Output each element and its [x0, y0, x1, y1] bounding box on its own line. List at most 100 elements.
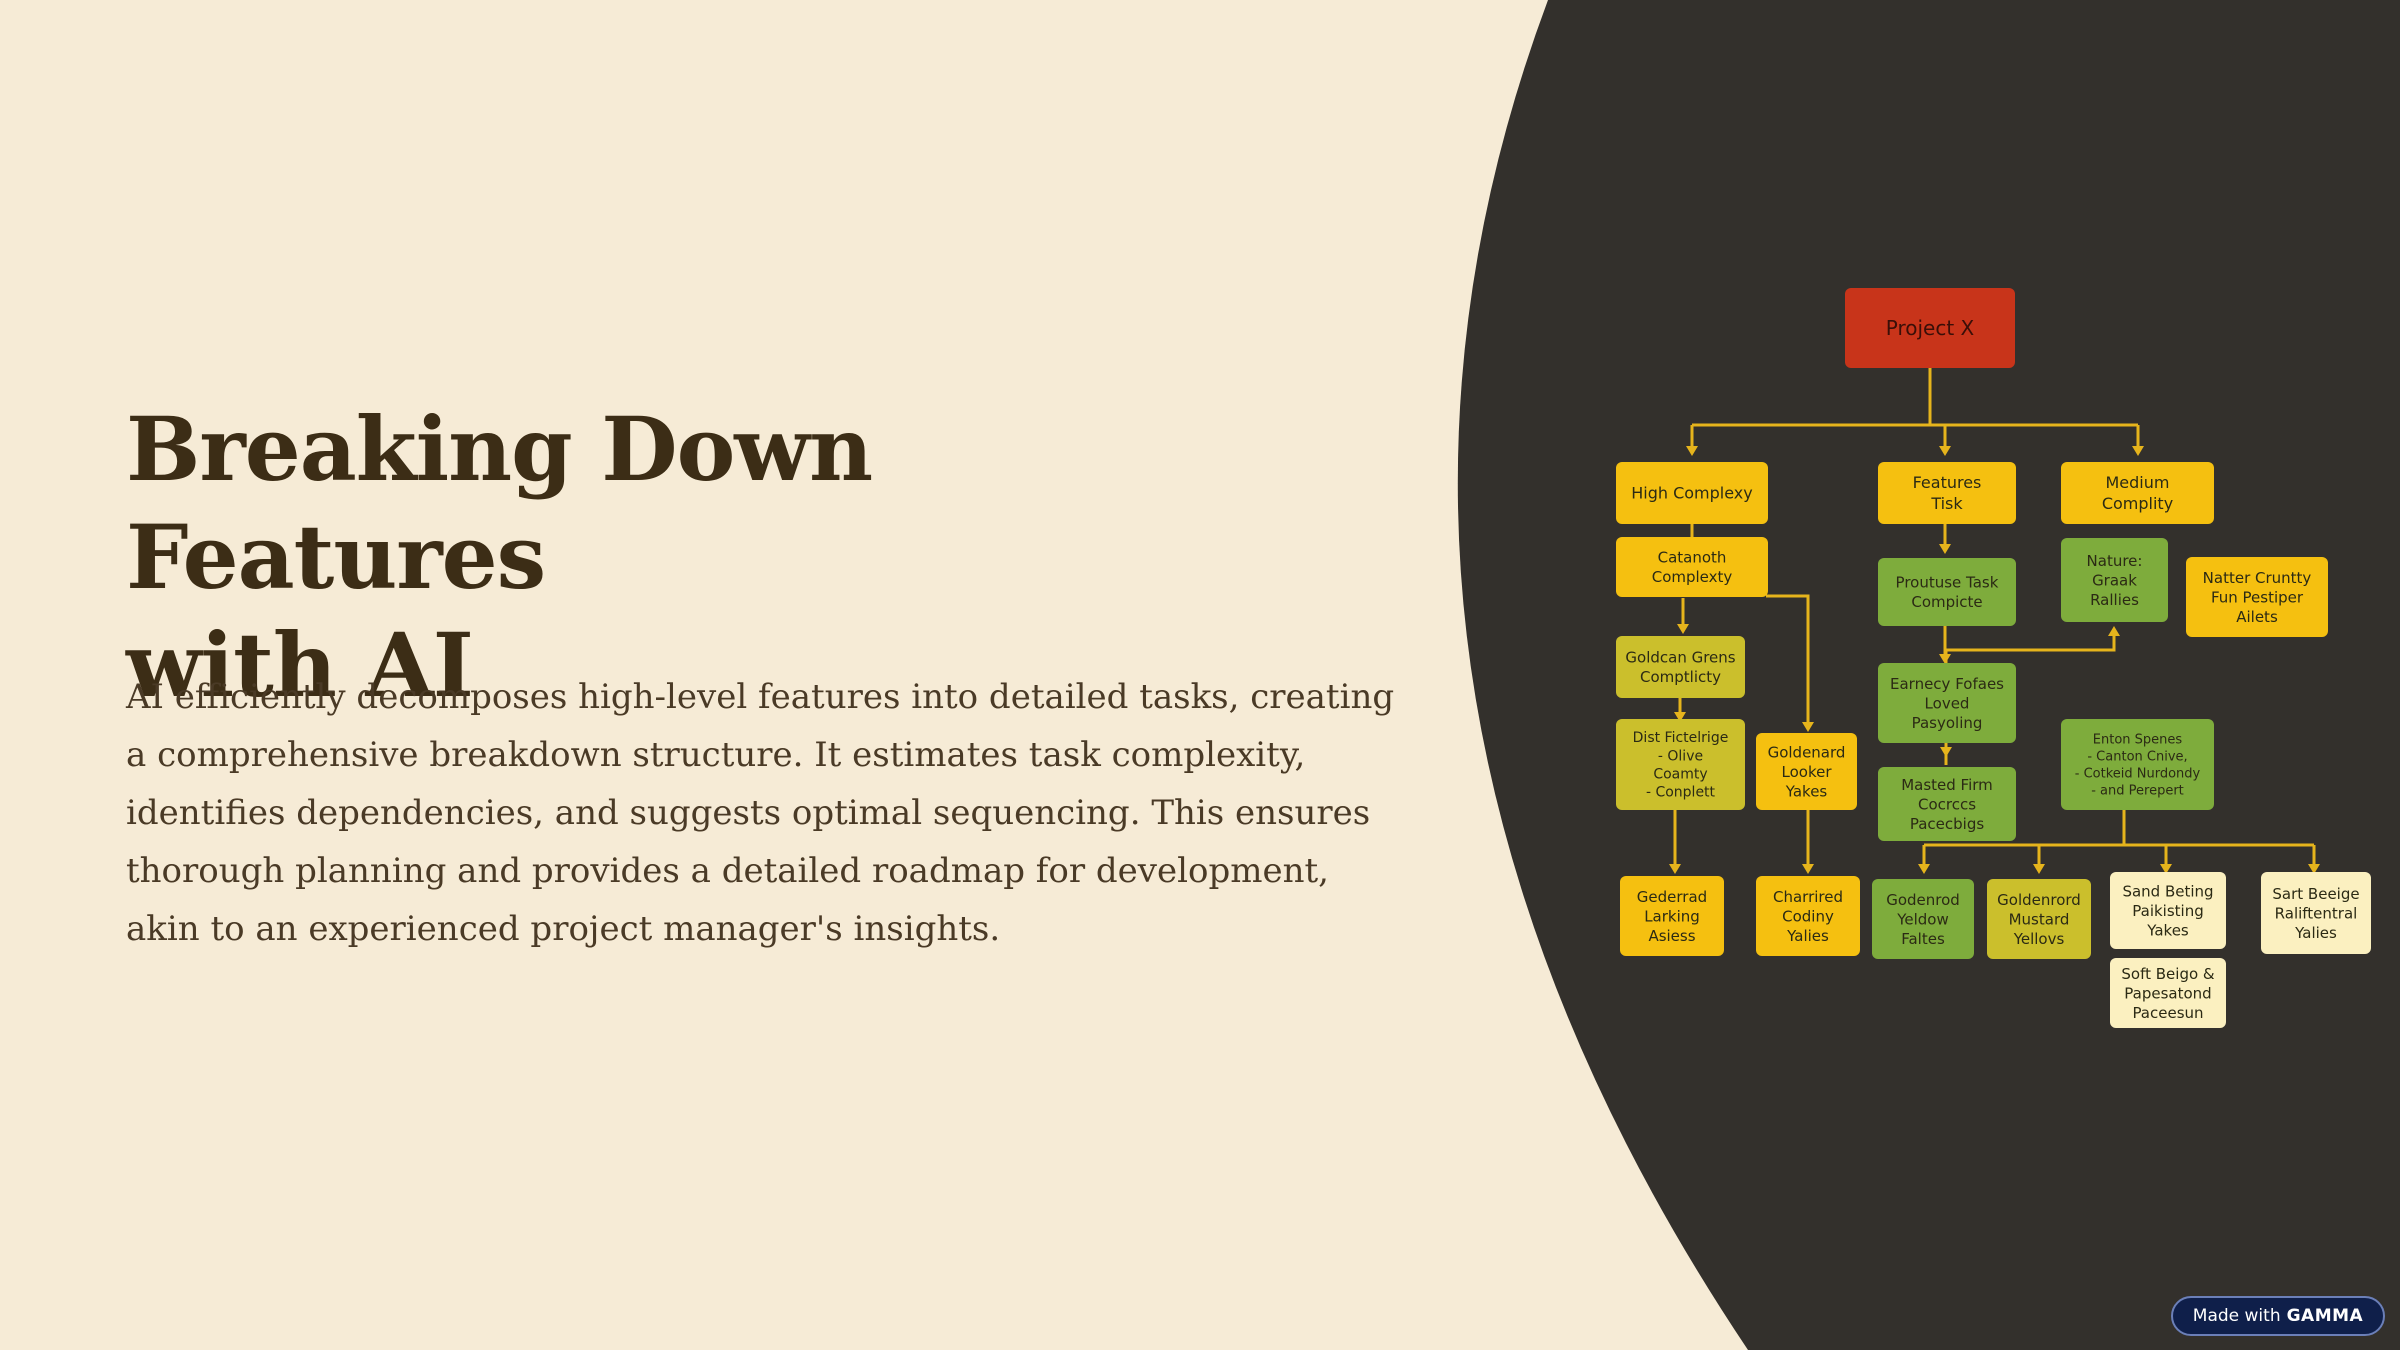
node-box [1756, 876, 1860, 956]
node-label: - Conplett [1646, 785, 1716, 801]
node-label: Godenrod [1886, 891, 1960, 909]
node-label: Yellovs [2013, 930, 2065, 948]
node-label: Pasyoling [1912, 714, 1983, 732]
node-label: Fun Pestiper [2211, 588, 2304, 606]
node-label: Cocrccs [1918, 795, 1976, 813]
node-label: Medium [2106, 473, 2170, 492]
node-label: Goldenard [1768, 743, 1846, 761]
node-box [1878, 462, 2016, 524]
node-box [1616, 636, 1745, 698]
node-label: Ailets [2236, 608, 2278, 626]
node-label: Charrired [1773, 888, 1843, 906]
node-label: Graak [2092, 571, 2137, 589]
node-label: Complexty [1652, 568, 1733, 586]
node-label: Asiess [1648, 927, 1695, 945]
node-box [1878, 663, 2016, 743]
node-box [2061, 719, 2214, 810]
node-label: Papesatond [2124, 984, 2211, 1002]
node-label: Sand Beting [2122, 882, 2213, 900]
node-label: Rallies [2090, 591, 2139, 609]
node-label: Yalies [1786, 927, 1829, 945]
node-label: Faltes [1901, 930, 1945, 948]
node-label: Paceesun [2132, 1004, 2203, 1022]
node-label: Yeldow [1896, 910, 1949, 928]
node-label: Codiny [1782, 907, 1834, 925]
node-label: Sart Beeige [2272, 885, 2359, 903]
node-label: - and Perepert [2091, 783, 2184, 798]
slide-body-text: AI efficiently decomposes high-level fea… [126, 677, 1395, 949]
node-label: - Olive [1658, 748, 1703, 764]
node-label: Project X [1886, 316, 1975, 340]
node-box [2061, 538, 2168, 622]
node-label: Yakes [1785, 782, 1828, 800]
node-label: Yalies [2294, 924, 2337, 942]
node-label: Gederrad [1637, 888, 1707, 906]
node-label: - Canton Cnive, [2087, 750, 2187, 765]
node-label: Goldcan Grens [1625, 649, 1735, 667]
node-label: Dist Fictelrige [1633, 730, 1729, 746]
made-with-gamma-badge[interactable]: Made with GAMMA [2171, 1296, 2385, 1336]
node-box [1620, 876, 1724, 956]
node-label: Mustard [2009, 910, 2070, 928]
node-box [1616, 537, 1768, 597]
node-label: Features [1913, 473, 1982, 492]
node-box [1872, 879, 1974, 959]
gamma-logo: GAMMA [2286, 1306, 2364, 1326]
node-box [1756, 733, 1857, 810]
node-box [1616, 462, 1768, 524]
slide-title: Breaking Down Features with AI [126, 395, 1276, 719]
node-box [2261, 872, 2371, 954]
title-line-2: with AI [126, 613, 474, 717]
node-label: Tisk [1930, 494, 1963, 513]
node-box [2061, 462, 2214, 524]
node-label: Goldenrord [1997, 891, 2081, 909]
node-label: Catanoth [1658, 549, 1727, 567]
node-label: Coamty [1653, 767, 1707, 783]
node-box [1878, 767, 2016, 841]
node-label: - Cotkeid Nurdondy [2075, 767, 2201, 782]
node-label: Enton Spenes [2093, 733, 2183, 748]
node-label: Raliftentral [2275, 904, 2358, 922]
node-label: High Complexy [1631, 484, 1753, 503]
node-label: Nature: [2087, 552, 2143, 570]
diagram-node-n-high: High Complexy [1616, 462, 1768, 524]
node-label: Soft Beigo & [2121, 965, 2215, 983]
node-box [2186, 557, 2328, 637]
node-box [2110, 872, 2226, 949]
node-label: Compicte [1911, 593, 1982, 611]
node-label: Pacecbigs [1910, 815, 1984, 833]
badge-prefix: Made with [2192, 1306, 2281, 1326]
node-box [1878, 558, 2016, 626]
node-box [1616, 719, 1745, 810]
node-label: Looker [1782, 763, 1833, 781]
node-label: Complity [2102, 494, 2173, 513]
diagram-node-root: Project X [1845, 288, 2015, 368]
node-label: Loved [1925, 694, 1970, 712]
node-label: Earnecy Fofaes [1890, 675, 2004, 693]
node-label: Yakes [2146, 921, 2189, 939]
node-label: Comptlicty [1640, 668, 1721, 686]
node-label: Larking [1644, 907, 1700, 925]
node-box [1845, 288, 2015, 368]
node-label: Proutuse Task [1896, 574, 1999, 592]
arrowheads [1669, 446, 2320, 874]
node-box [1987, 879, 2091, 959]
